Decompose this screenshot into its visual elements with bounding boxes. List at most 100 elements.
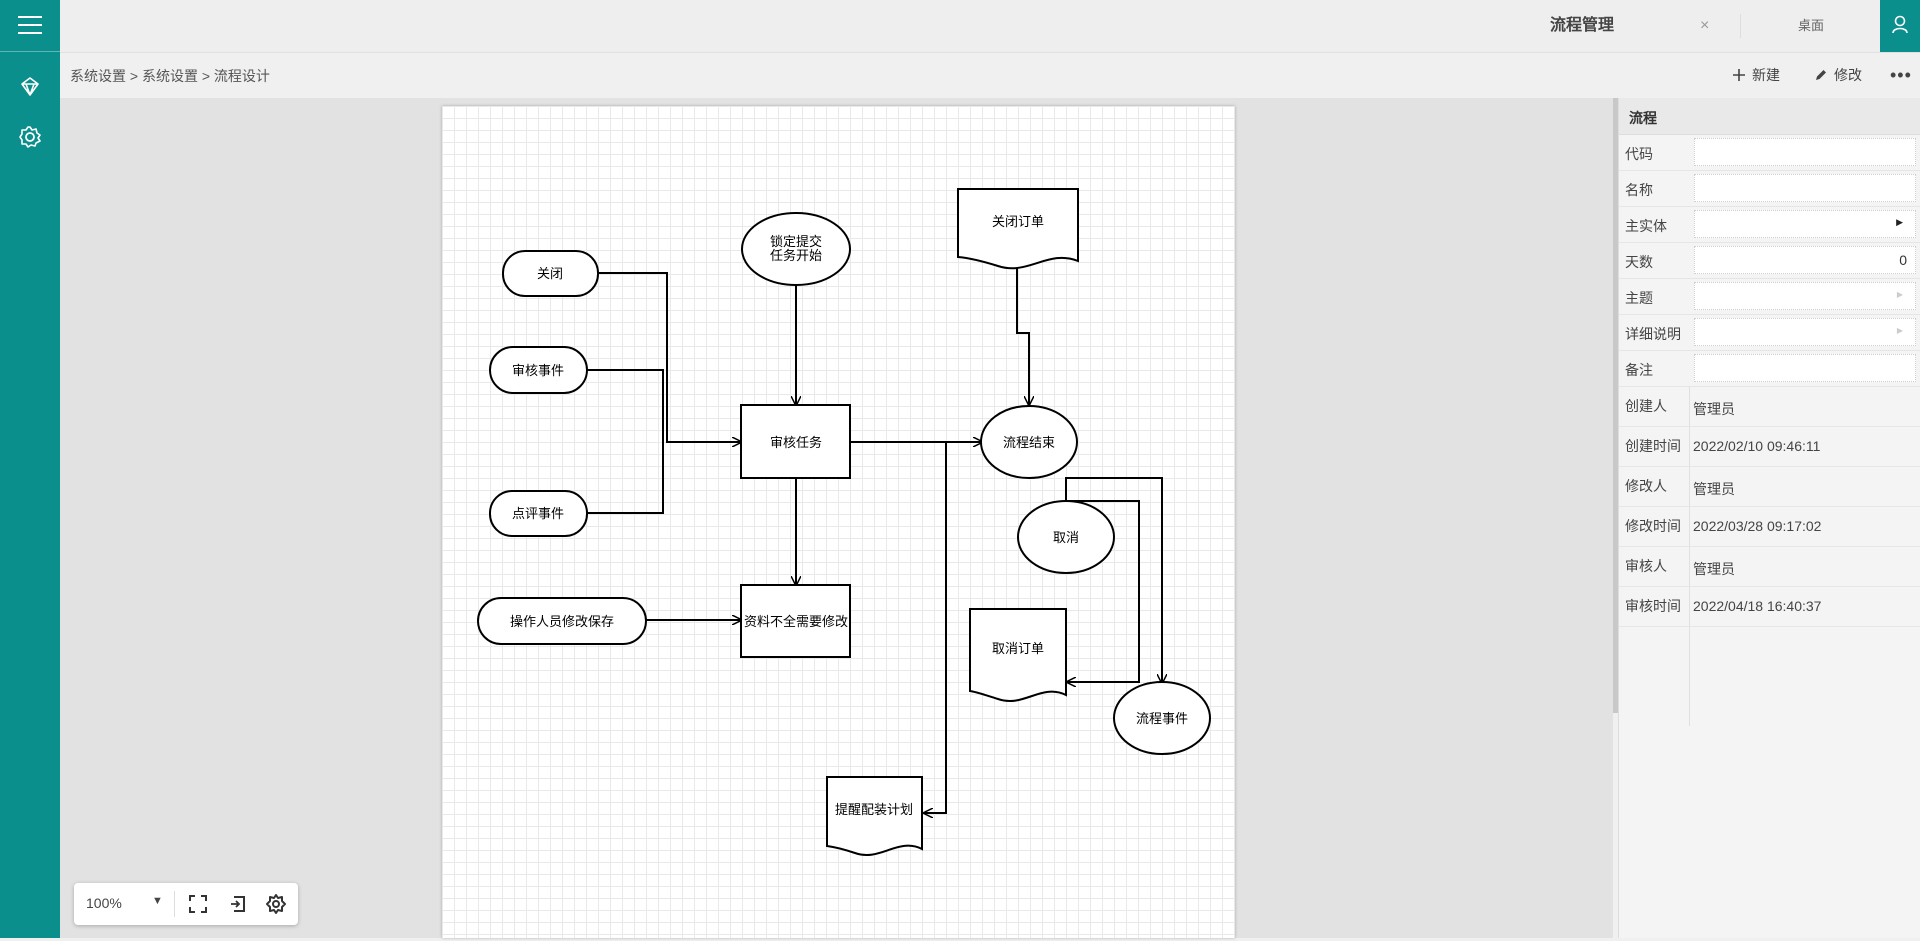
node-remind-plan[interactable] — [826, 776, 923, 856]
field-subject-row: 主题 ▶ — [1619, 278, 1920, 315]
vertical-scrollbar[interactable] — [1613, 98, 1618, 713]
caret-right-icon: ▶ — [1896, 326, 1903, 335]
top-bar — [60, 0, 1920, 53]
rail-divider — [0, 51, 60, 52]
menu-icon[interactable] — [18, 16, 42, 34]
fullscreen-icon[interactable] — [187, 893, 209, 915]
label-flow-event: 流程事件 — [1136, 711, 1188, 726]
panel-title: 流程 — [1629, 110, 1657, 126]
more-options-button[interactable]: ••• — [1890, 65, 1912, 85]
info-label: 审核人 — [1625, 558, 1667, 574]
diagram-paper[interactable]: 关闭 审核事件 点评事件 操作人员修改保存 锁定提交 任务开始 审核任务 资料不… — [442, 106, 1235, 938]
tab-label: 流程管理 — [1550, 17, 1615, 34]
info-audited-row: 审核时间 2022/04/18 16:40:37 — [1619, 586, 1920, 627]
label-lock-line1: 锁定提交 — [770, 234, 822, 249]
new-button[interactable]: 新建 — [1732, 60, 1780, 90]
info-label: 审核时间 — [1625, 598, 1681, 614]
field-detail-row: 详细说明 ▶ — [1619, 314, 1920, 351]
field-entity-row: 主实体 ▶ — [1619, 206, 1920, 243]
panel-header — [1619, 98, 1920, 135]
toolbar-divider — [174, 891, 175, 917]
tab-desktop[interactable]: 桌面 — [1740, 14, 1881, 38]
label-cancel-order: 取消订单 — [992, 641, 1044, 656]
days-input[interactable]: 0 — [1694, 246, 1916, 274]
column-divider — [1689, 386, 1690, 726]
field-code-row: 代码 — [1619, 134, 1920, 171]
settings-icon[interactable] — [265, 893, 287, 915]
edge-review-event[interactable] — [587, 369, 664, 442]
node-close[interactable] — [502, 250, 599, 297]
node-cancel-order[interactable] — [969, 608, 1067, 702]
node-comment-event[interactable] — [489, 490, 588, 537]
label-review-event: 审核事件 — [512, 363, 564, 378]
edit-button[interactable]: 修改 — [1814, 60, 1862, 90]
subject-select[interactable]: ▶ — [1694, 282, 1916, 310]
field-remark-row: 备注 — [1619, 350, 1920, 387]
info-value: 2022/04/18 16:40:37 — [1693, 598, 1822, 614]
info-modifier-row: 修改人 管理员 — [1619, 466, 1920, 507]
edge-cancel-cancelorder[interactable] — [1066, 500, 1140, 682]
info-value: 管理员 — [1693, 561, 1735, 577]
property-panel: 流程 代码 名称 主实体 ▶ 天数 0 主题 ▶ 详细说明 ▶ 备注 创建人 管… — [1618, 98, 1920, 938]
label-close-order: 关闭订单 — [992, 214, 1044, 229]
label-flow-end: 流程结束 — [1003, 435, 1055, 450]
gear-icon[interactable] — [16, 123, 44, 151]
edge-to-flowevent[interactable] — [1065, 477, 1162, 683]
info-modified-row: 修改时间 2022/03/28 09:17:02 — [1619, 506, 1920, 547]
node-lock-submit[interactable] — [741, 212, 851, 286]
user-icon[interactable] — [1880, 0, 1920, 52]
code-input[interactable] — [1694, 138, 1916, 166]
edit-label: 修改 — [1834, 67, 1862, 83]
field-label: 天数 — [1625, 254, 1653, 270]
node-cancel[interactable] — [1017, 500, 1115, 574]
label-comment-event: 点评事件 — [512, 506, 564, 521]
tab-process-management[interactable]: 流程管理 × — [1550, 0, 1740, 52]
info-label: 修改时间 — [1625, 518, 1681, 534]
fit-page-icon[interactable] — [227, 893, 249, 915]
field-label: 主实体 — [1625, 218, 1667, 234]
info-value: 管理员 — [1693, 481, 1735, 497]
entity-select[interactable]: ▶ — [1694, 210, 1916, 238]
label-operator-save: 操作人员修改保存 — [510, 614, 614, 629]
caret-right-icon: ▶ — [1896, 290, 1903, 299]
edge-comment-event[interactable] — [587, 442, 664, 514]
field-label: 代码 — [1625, 146, 1653, 162]
breadcrumb: 系统设置 > 系统设置 > 流程设计 — [70, 68, 270, 84]
diamond-icon[interactable] — [16, 73, 44, 101]
chevron-down-icon[interactable]: ▼ — [152, 895, 163, 907]
node-flow-end[interactable] — [980, 405, 1078, 479]
plus-icon — [1733, 69, 1745, 81]
pencil-icon — [1816, 70, 1826, 80]
edge-closeorder-end[interactable] — [1016, 262, 1029, 405]
info-label: 修改人 — [1625, 478, 1667, 494]
label-lock-line2: 任务开始 — [770, 248, 822, 263]
info-auditor-row: 审核人 管理员 — [1619, 546, 1920, 587]
zoom-level[interactable]: 100% — [86, 895, 122, 911]
node-review-task[interactable] — [740, 404, 851, 479]
node-incomplete[interactable] — [740, 584, 851, 658]
info-value: 2022/03/28 09:17:02 — [1693, 518, 1822, 534]
left-nav-rail — [0, 0, 60, 938]
node-flow-event[interactable] — [1113, 681, 1211, 755]
edge-close-review[interactable] — [598, 272, 741, 442]
label-review-task: 审核任务 — [770, 435, 822, 450]
field-days-row: 天数 0 — [1619, 242, 1920, 279]
name-input[interactable] — [1694, 174, 1916, 202]
remark-input[interactable] — [1694, 354, 1916, 382]
node-review-event[interactable] — [489, 346, 588, 394]
info-value: 管理员 — [1693, 401, 1735, 417]
node-operator-save[interactable] — [477, 597, 647, 645]
caret-right-icon: ▶ — [1896, 217, 1903, 227]
node-close-order[interactable] — [957, 188, 1079, 270]
field-label: 备注 — [1625, 362, 1653, 378]
label-close: 关闭 — [537, 266, 563, 281]
label-cancel: 取消 — [1053, 530, 1079, 545]
edge-to-remind[interactable] — [924, 442, 947, 813]
info-creator-row: 创建人 管理员 — [1619, 386, 1920, 427]
label-incomplete: 资料不全需要修改 — [744, 614, 848, 629]
field-name-row: 名称 — [1619, 170, 1920, 207]
info-created-row: 创建时间 2022/02/10 09:46:11 — [1619, 426, 1920, 467]
close-icon[interactable]: × — [1700, 17, 1710, 34]
label-remind-plan: 提醒配装计划 — [835, 802, 913, 817]
detail-select[interactable]: ▶ — [1694, 318, 1916, 346]
